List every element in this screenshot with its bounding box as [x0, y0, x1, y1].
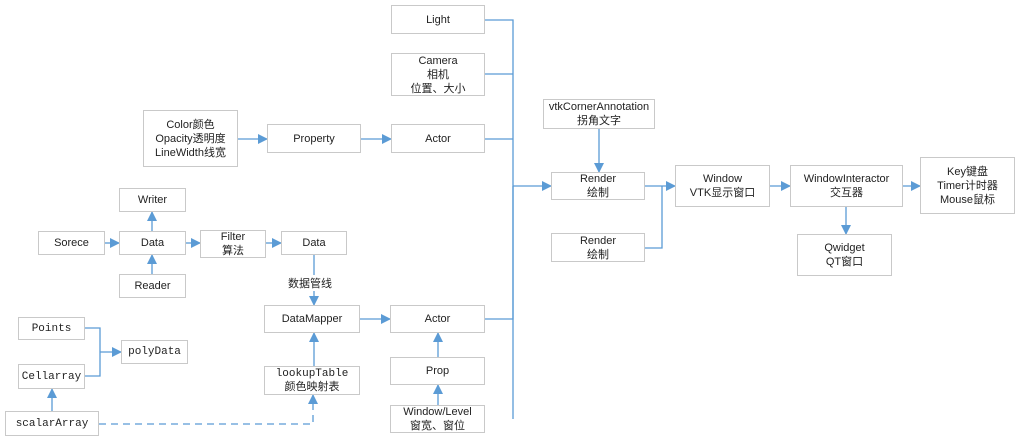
node-text-line: Mouse鼠标: [939, 193, 996, 206]
node-text-line: 位置、大小: [410, 82, 466, 95]
source-node: Sorece: [38, 231, 105, 255]
node-text-line: lookupTable: [275, 367, 349, 380]
node-text-line: Reader: [134, 280, 171, 292]
pipeline-label: 数据管线: [286, 275, 334, 291]
node-text-line: vtkCornerAnnotation: [548, 101, 650, 113]
edge-render2-to-window: [645, 186, 663, 249]
data-node-2: Data: [281, 231, 347, 255]
node-text-line: Key键盘: [947, 165, 988, 178]
node-text-line: LineWidth线宽: [155, 146, 226, 159]
reader-node: Reader: [119, 274, 186, 298]
node-text-line: Data: [302, 237, 326, 249]
filter-node: Filter 算法: [200, 230, 266, 258]
node-text-line: Data: [140, 237, 165, 249]
node-text-line: Opacity透明度: [155, 132, 226, 145]
render-node-1: Render 绘制: [551, 172, 645, 200]
node-text-line: Qwidget: [824, 242, 865, 254]
node-text-line: Light: [426, 13, 450, 26]
node-text-line: DataMapper: [281, 313, 343, 325]
data-node-1: Data: [119, 231, 186, 255]
polydata-node: polyData: [121, 340, 188, 364]
node-text-line: scalarArray: [15, 417, 89, 430]
node-text-line: 算法: [222, 245, 244, 257]
window-interactor-node: WindowInteractor 交互器: [790, 165, 903, 207]
cellarray-node: Cellarray: [18, 364, 85, 389]
edge-scalar-to-lookup: [99, 394, 318, 425]
edge-actor-bottom-to-bus: [485, 186, 514, 320]
actor-top-node: Actor: [391, 124, 485, 153]
prop-node: Prop: [390, 357, 485, 385]
node-text-line: 相机: [427, 68, 449, 81]
node-text-line: 拐角文字: [577, 115, 621, 127]
node-text-line: 绘制: [587, 248, 609, 261]
node-text-line: Camera: [418, 54, 458, 67]
window-level-node: Window/Level 窗宽、窗位: [390, 405, 485, 433]
node-text-line: Prop: [425, 365, 450, 377]
node-text-line: Points: [31, 322, 72, 335]
edge-light-to-bus: [485, 19, 514, 419]
node-text-line: Render: [579, 234, 617, 247]
node-text-line: Cellarray: [21, 370, 82, 383]
points-node: Points: [18, 317, 85, 340]
light-node: Light: [391, 5, 485, 34]
data-mapper-node: DataMapper: [264, 305, 360, 333]
node-text-line: Property: [293, 132, 335, 145]
writer-node: Writer: [119, 188, 186, 212]
node-text-line: Window: [702, 173, 743, 185]
node-text-line: 绘制: [587, 187, 609, 199]
node-text-line: Actor: [425, 132, 451, 145]
node-text-line: Filter: [220, 231, 246, 243]
node-text-line: Window/Level: [403, 406, 472, 418]
node-text-line: QT窗口: [825, 256, 864, 268]
node-text-line: 交互器: [830, 187, 863, 199]
node-text-line: Writer: [137, 194, 168, 206]
node-text-line: 颜色映射表: [284, 381, 340, 394]
node-text-line: WindowInteractor: [803, 173, 890, 185]
node-text-line: Sorece: [54, 237, 89, 249]
node-text-line: 窗宽、窗位: [410, 420, 465, 432]
scalar-array-node: scalarArray: [5, 411, 99, 436]
node-text-line: Actor: [424, 313, 451, 325]
node-text-line: Color颜色: [166, 118, 215, 131]
node-text-line: Timer计时器: [937, 179, 998, 192]
node-text-line: Render: [579, 173, 617, 185]
property-node: Property: [267, 124, 361, 153]
node-text-line: polyData: [128, 346, 181, 358]
node-text-line: VTK显示窗口: [689, 187, 756, 199]
corner-annotation-node: vtkCornerAnnotation 拐角文字: [543, 99, 655, 129]
actor-bottom-node: Actor: [390, 305, 485, 333]
edge-points-to-polydata: [85, 327, 101, 377]
